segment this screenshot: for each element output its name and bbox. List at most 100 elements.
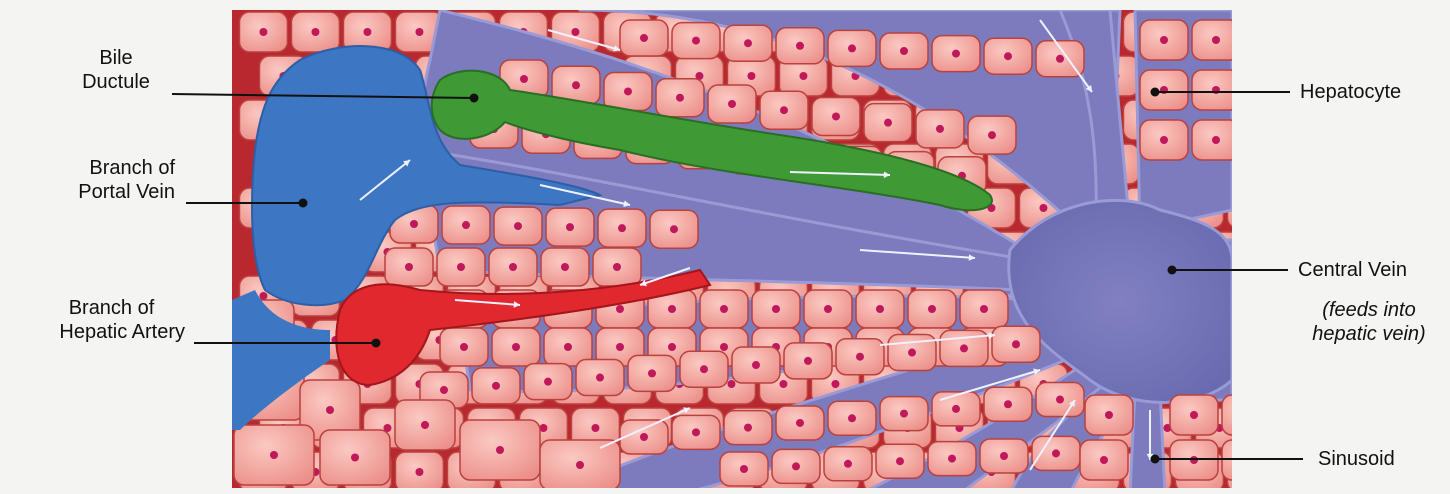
hepatocyte-pointer-dot <box>1151 88 1160 97</box>
hepatocyte-nucleus <box>796 42 804 50</box>
hepatocyte-nucleus <box>747 72 755 80</box>
hepatocyte-nucleus <box>462 221 470 229</box>
hepatocyte-nucleus <box>415 28 423 36</box>
hepatocyte-nucleus <box>1247 292 1255 300</box>
hepatocyte <box>1227 276 1275 316</box>
hepatocyte-nucleus <box>844 460 852 468</box>
hepatocyte-nucleus <box>1100 456 1108 464</box>
hepatocyte-nucleus <box>1190 411 1198 419</box>
hepatocyte-nucleus <box>668 343 676 351</box>
hepatocyte-nucleus <box>876 305 884 313</box>
bile-ductule-pointer-dot <box>470 94 479 103</box>
hepatocyte-nucleus <box>1247 380 1255 388</box>
hepatocyte-nucleus <box>1247 204 1255 212</box>
hepatocyte-nucleus <box>1056 396 1064 404</box>
hepatic-artery-label: Branch of Hepatic Artery <box>20 296 185 344</box>
hepatocyte-nucleus <box>576 461 584 469</box>
hepatocyte-nucleus <box>896 457 904 465</box>
bile-ductule-label-line-2: Ductule <box>66 70 166 94</box>
hepatocyte-nucleus <box>1052 449 1060 457</box>
hepatocyte-nucleus <box>700 365 708 373</box>
hepatocyte-nucleus <box>1247 468 1255 476</box>
hepatocyte-nucleus <box>792 462 800 470</box>
hepatocyte-nucleus <box>670 225 678 233</box>
hepatocyte-nucleus <box>948 455 956 463</box>
hepatocyte-nucleus <box>561 263 569 271</box>
hepatocyte <box>1227 12 1275 52</box>
hepatocyte-nucleus <box>1212 136 1220 144</box>
hepatocyte-nucleus <box>410 220 418 228</box>
hepatocyte-nucleus <box>740 465 748 473</box>
hepatocyte-nucleus <box>460 343 468 351</box>
hepatocyte-nucleus <box>1000 452 1008 460</box>
hepatocyte-nucleus <box>936 125 944 133</box>
portal-vein-label-line-2: Portal Vein <box>30 180 175 204</box>
hepatocyte-nucleus <box>616 305 624 313</box>
hepatocyte-nucleus <box>270 451 278 459</box>
hepatocyte-nucleus <box>831 380 839 388</box>
hepatocyte-nucleus <box>1039 204 1047 212</box>
hepatocyte-nucleus <box>648 369 656 377</box>
hepatocyte-nucleus <box>1242 411 1250 419</box>
hepatocyte-nucleus <box>457 263 465 271</box>
central-vein-note: (feeds into hepatic vein) <box>1290 298 1448 346</box>
hepatocyte-nucleus <box>415 468 423 476</box>
hepatocyte-nucleus <box>832 112 840 120</box>
hepatic-artery-label-line-2: Hepatic Artery <box>20 320 185 344</box>
hepatocyte-nucleus <box>640 34 648 42</box>
hepatocyte-nucleus <box>928 305 936 313</box>
hepatocyte-nucleus <box>1056 55 1064 63</box>
hepatocyte-nucleus <box>692 37 700 45</box>
hepatocyte-nucleus <box>1012 340 1020 348</box>
hepatocyte-nucleus <box>311 28 319 36</box>
hepatocyte-nucleus <box>676 94 684 102</box>
hepatocyte <box>1227 364 1275 404</box>
hepatocyte-nucleus <box>952 405 960 413</box>
hepatocyte <box>1227 188 1275 228</box>
hepatocyte-nucleus <box>640 433 648 441</box>
hepatocyte-nucleus <box>780 106 788 114</box>
hepatocyte-nucleus <box>421 421 429 429</box>
hepatocyte-nucleus <box>351 454 359 462</box>
hepatocyte-nucleus <box>848 414 856 422</box>
hepatocyte-nucleus <box>772 305 780 313</box>
hepatocyte-nucleus <box>1105 411 1113 419</box>
hepatocyte-nucleus <box>900 410 908 418</box>
hepatocyte-nucleus <box>856 353 864 361</box>
portal-vein-pointer-dot <box>299 199 308 208</box>
central-vein-note-line-2: hepatic vein) <box>1290 322 1448 346</box>
hepatocyte-nucleus <box>727 380 735 388</box>
hepatocyte-nucleus <box>692 428 700 436</box>
hepatocyte-label: Hepatocyte <box>1300 80 1401 104</box>
central-vein-pointer-dot <box>1168 266 1177 275</box>
hepatocyte-nucleus <box>326 406 334 414</box>
hepatocyte-nucleus <box>596 374 604 382</box>
hepatocyte-nucleus <box>668 305 676 313</box>
hepatocyte-nucleus <box>514 222 522 230</box>
hepatic-artery-pointer-dot <box>372 339 381 348</box>
hepatocyte-nucleus <box>952 50 960 58</box>
sinusoid-label: Sinusoid <box>1318 447 1395 471</box>
hepatocyte-nucleus <box>624 87 632 95</box>
hepatocyte-nucleus <box>752 361 760 369</box>
hepatocyte-nucleus <box>1004 52 1012 60</box>
hepatocyte-nucleus <box>804 357 812 365</box>
hepatocyte <box>1227 100 1275 140</box>
hepatocyte-nucleus <box>1160 136 1168 144</box>
hepatocyte-nucleus <box>908 349 916 357</box>
hepatocyte-nucleus <box>572 81 580 89</box>
hepatocyte-nucleus <box>363 28 371 36</box>
hepatocyte-nucleus <box>564 343 572 351</box>
hepatocyte-nucleus <box>779 380 787 388</box>
hepatocyte-nucleus <box>259 28 267 36</box>
hepatocyte-nucleus <box>492 382 500 390</box>
hepatocyte-nucleus <box>884 119 892 127</box>
hepatocyte-nucleus <box>988 131 996 139</box>
hepatocyte-nucleus <box>799 72 807 80</box>
hepatocyte-nucleus <box>618 224 626 232</box>
hepatocyte <box>1222 395 1270 435</box>
hepatocyte-nucleus <box>824 305 832 313</box>
hepatocyte-nucleus <box>496 446 504 454</box>
hepatocyte-nucleus <box>796 419 804 427</box>
